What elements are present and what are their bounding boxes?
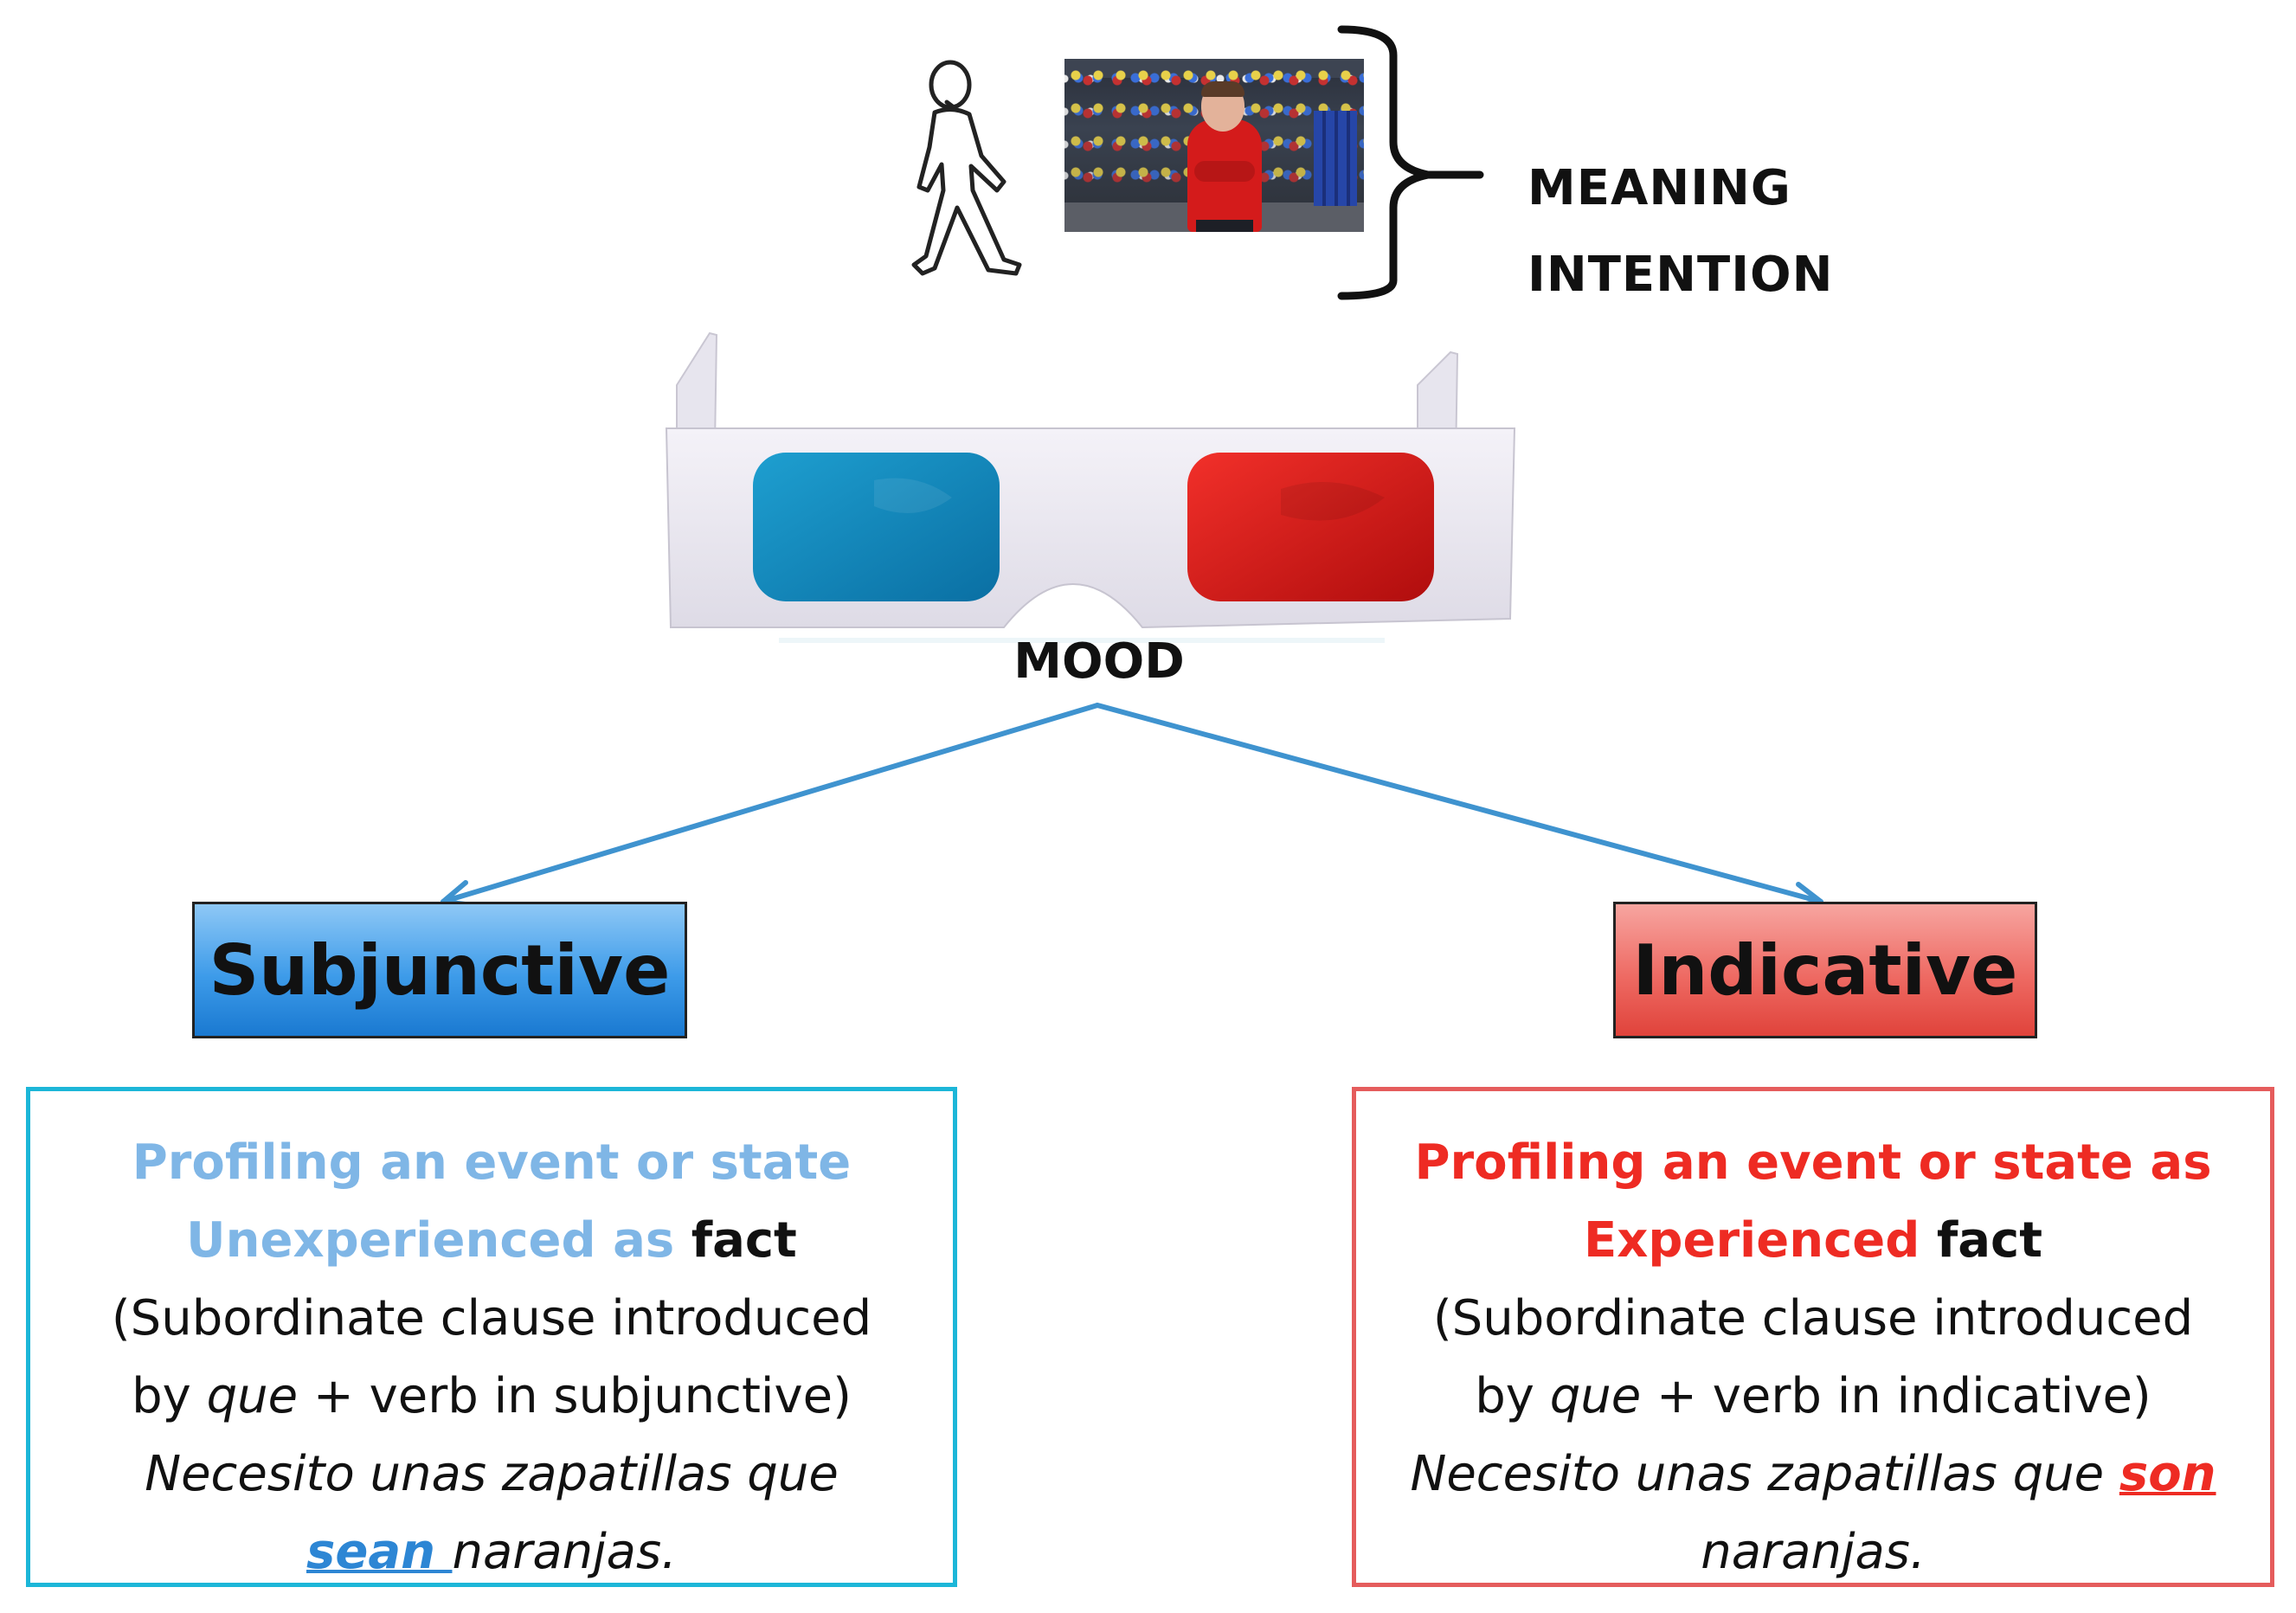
indicative-example-line2: naranjas. [1356, 1513, 2270, 1591]
indicative-head-line2: Experienced fact [1356, 1202, 2270, 1280]
meaning-text: MEANING [1527, 160, 1791, 216]
indicative-paren-by: by [1475, 1368, 1550, 1424]
subjunctive-box: Subjunctive [192, 902, 687, 1038]
subjunctive-example-line1: Necesito unas zapatillas que [30, 1436, 953, 1513]
meaning-intention-label: MEANING INTENTION [1527, 145, 1834, 318]
indicative-description-panel: Profiling an event or state as Experienc… [1352, 1087, 2274, 1587]
subjunctive-head-unexperienced: Unexperienced as [186, 1212, 675, 1269]
subjunctive-head-line1: Profiling an event or state [132, 1134, 852, 1191]
indicative-head-line1: Profiling an event or state as [1414, 1134, 2212, 1191]
indicative-paren-line1: (Subordinate clause introduced [1432, 1290, 2194, 1346]
indicative-head-fact: fact [1936, 1212, 2042, 1269]
indicative-head-experienced: Experienced [1584, 1212, 1920, 1269]
indicative-title: Indicative [1632, 929, 2018, 1011]
subjunctive-paren-rest: + verb in subjunctive) [298, 1368, 852, 1424]
indicative-example-rest: naranjas. [1701, 1524, 1926, 1580]
mood-label: MOOD [1013, 633, 1185, 690]
subjunctive-paren-line2: by que + verb in subjunctive) [30, 1358, 953, 1436]
3d-glasses-image [665, 331, 1516, 643]
indicative-paren-que: que [1549, 1368, 1642, 1424]
curly-brace-icon [1337, 25, 1484, 300]
walking-person-icon [911, 60, 1022, 276]
indicative-box: Indicative [1613, 902, 2037, 1038]
arrow-to-indicative [1095, 703, 1823, 904]
indicative-example-text: Necesito unas zapatillas que [1410, 1446, 2119, 1502]
arrow-to-subjunctive [441, 703, 1100, 904]
subjunctive-head-line2: Unexperienced as fact [30, 1202, 953, 1280]
indicative-example-verb: son [2119, 1446, 2216, 1502]
subjunctive-paren-line1: (Subordinate clause introduced [111, 1290, 872, 1346]
indicative-example-line1: Necesito unas zapatillas que son [1356, 1436, 2270, 1513]
indicative-paren-line2: by que + verb in indicative) [1356, 1358, 2270, 1436]
subjunctive-paren-by: by [132, 1368, 207, 1424]
store-photo [1064, 59, 1364, 232]
subjunctive-example-line2: sean naranjas. [30, 1513, 953, 1591]
subjunctive-paren-que: que [206, 1368, 299, 1424]
subjunctive-title: Subjunctive [209, 929, 671, 1011]
subjunctive-description-panel: Profiling an event or state Unexperience… [26, 1087, 957, 1587]
subjunctive-example-rest: naranjas. [452, 1524, 677, 1580]
subjunctive-example-text: Necesito unas zapatillas que [145, 1446, 839, 1502]
intention-text: INTENTION [1527, 247, 1834, 303]
indicative-paren-rest: + verb in indicative) [1641, 1368, 2151, 1424]
subjunctive-example-verb: sean [306, 1524, 453, 1580]
subjunctive-head-fact: fact [691, 1212, 797, 1269]
